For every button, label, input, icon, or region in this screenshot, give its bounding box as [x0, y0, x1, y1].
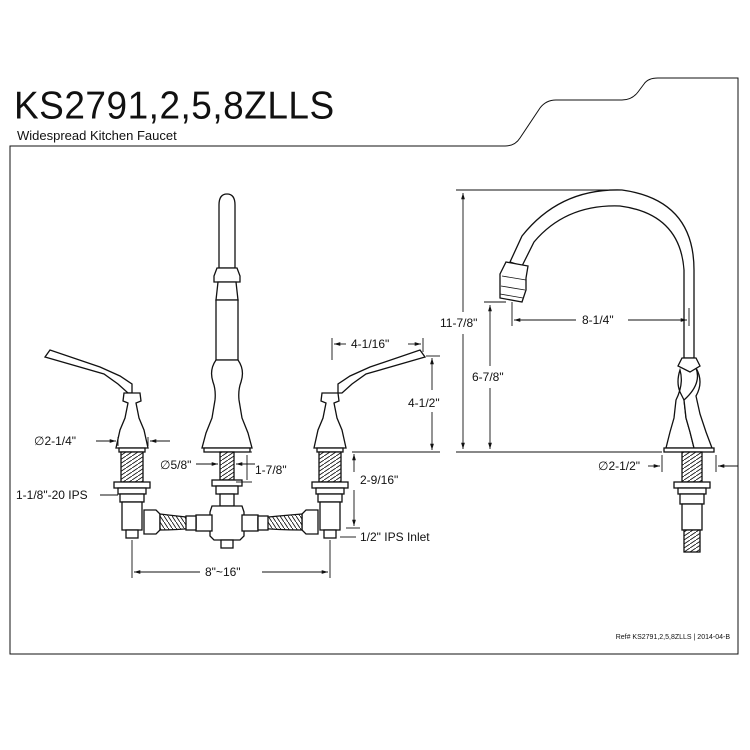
label-handle-height: 4-1/2" [408, 396, 440, 410]
label-handle-shank: 2-9/16" [360, 473, 399, 487]
gooseneck-spout [509, 189, 695, 359]
label-thread: 1-1/8"-20 IPS [16, 488, 88, 502]
front-view [43, 193, 427, 549]
spout-body [201, 359, 253, 449]
label-inlet: 1/2" IPS Inlet [360, 530, 430, 544]
label-handle-width: 4-1/16" [351, 337, 390, 351]
frame-outline [9, 77, 739, 655]
label-spout-base-diameter: ∅5/8" [160, 458, 192, 472]
left-handle-lever [43, 349, 133, 394]
label-spread: 8"~16" [205, 565, 241, 579]
product-description: Widespread Kitchen Faucet [17, 128, 177, 143]
label-shank-length: 1-7/8" [255, 463, 287, 477]
spout-tube [218, 193, 236, 269]
left-handle-body [115, 392, 149, 449]
aerator [499, 261, 529, 303]
label-base-diameter: ∅2-1/2" [598, 459, 641, 473]
label-spout-height: 6-7/8" [472, 370, 504, 384]
side-dimensions [456, 189, 738, 472]
right-handle-body [313, 392, 347, 449]
tee-connector [209, 505, 245, 541]
reference-code: Ref# KS2791,2,5,8ZLLS | 2014-04-B [615, 634, 730, 641]
side-view [499, 189, 715, 553]
front-dimensions [96, 338, 440, 578]
label-spout-reach: 8-1/4" [582, 313, 614, 327]
label-total-height: 11-7/8" [440, 316, 478, 330]
model-number: KS2791,2,5,8ZLLS [14, 84, 335, 128]
label-handle-diameter: ∅2-1/4" [34, 434, 77, 448]
right-handle-lever [337, 349, 427, 394]
